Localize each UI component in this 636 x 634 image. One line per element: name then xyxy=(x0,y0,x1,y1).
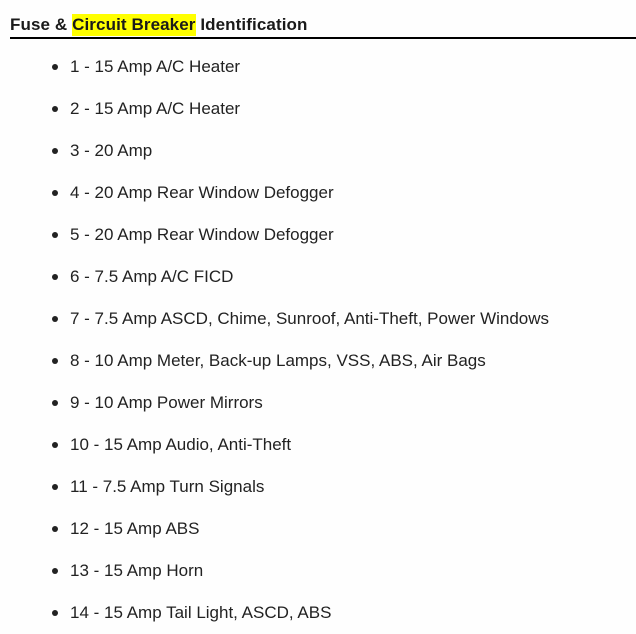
list-item-label: 6 - 7.5 Amp A/C FICD xyxy=(70,267,234,286)
bullet-icon xyxy=(52,148,58,154)
list-item: 2 - 15 Amp A/C Heater xyxy=(0,88,636,130)
bullet-icon xyxy=(52,274,58,280)
list-item: 4 - 20 Amp Rear Window Defogger xyxy=(0,172,636,214)
list-item-label: 9 - 10 Amp Power Mirrors xyxy=(70,393,263,412)
list-item: 1 - 15 Amp A/C Heater xyxy=(0,46,636,88)
list-item-label: 14 - 15 Amp Tail Light, ASCD, ABS xyxy=(70,603,332,622)
bullet-icon xyxy=(52,232,58,238)
list-item-label: 8 - 10 Amp Meter, Back-up Lamps, VSS, AB… xyxy=(70,351,486,370)
bullet-icon xyxy=(52,358,58,364)
bullet-icon xyxy=(52,106,58,112)
list-item-label: 10 - 15 Amp Audio, Anti-Theft xyxy=(70,435,292,454)
list-item-label: 12 - 15 Amp ABS xyxy=(70,519,200,538)
list-item-label: 3 - 20 Amp xyxy=(70,141,153,160)
list-item: 9 - 10 Amp Power Mirrors xyxy=(0,382,636,424)
list-item: 11 - 7.5 Amp Turn Signals xyxy=(0,466,636,508)
list-item-label: 5 - 20 Amp Rear Window Defogger xyxy=(70,225,334,244)
list-item: 3 - 20 Amp xyxy=(0,130,636,172)
bullet-icon xyxy=(52,484,58,490)
title-highlighted-text: Circuit Breaker xyxy=(72,14,196,37)
bullet-icon xyxy=(52,190,58,196)
list-item: 6 - 7.5 Amp A/C FICD xyxy=(0,256,636,298)
list-item: 5 - 20 Amp Rear Window Defogger xyxy=(0,214,636,256)
bullet-icon xyxy=(52,568,58,574)
page-title: Fuse & Circuit Breaker Identification xyxy=(10,14,308,37)
list-item-label: 4 - 20 Amp Rear Window Defogger xyxy=(70,183,334,202)
list-item: 8 - 10 Amp Meter, Back-up Lamps, VSS, AB… xyxy=(0,340,636,382)
list-item-label: 11 - 7.5 Amp Turn Signals xyxy=(70,477,265,496)
bullet-icon xyxy=(52,316,58,322)
list-item-label: 7 - 7.5 Amp ASCD, Chime, Sunroof, Anti-T… xyxy=(70,309,550,328)
title-suffix: Identification xyxy=(195,15,308,35)
list-item: 10 - 15 Amp Audio, Anti-Theft xyxy=(0,424,636,466)
bullet-icon xyxy=(52,526,58,532)
fuse-identification-list: 1 - 15 Amp A/C Heater 2 - 15 Amp A/C Hea… xyxy=(0,46,636,634)
list-item-label: 13 - 15 Amp Horn xyxy=(70,561,204,580)
list-item: 12 - 15 Amp ABS xyxy=(0,508,636,550)
list-item: 14 - 15 Amp Tail Light, ASCD, ABS xyxy=(0,592,636,634)
list-item: 13 - 15 Amp Horn xyxy=(0,550,636,592)
title-divider xyxy=(10,37,636,39)
bullet-icon xyxy=(52,610,58,616)
title-prefix: Fuse & xyxy=(10,15,73,35)
bullet-icon xyxy=(52,442,58,448)
list-item: 7 - 7.5 Amp ASCD, Chime, Sunroof, Anti-T… xyxy=(0,298,636,340)
bullet-icon xyxy=(52,64,58,70)
list-item-label: 1 - 15 Amp A/C Heater xyxy=(70,57,241,76)
list-item-label: 2 - 15 Amp A/C Heater xyxy=(70,99,241,118)
bullet-icon xyxy=(52,400,58,406)
